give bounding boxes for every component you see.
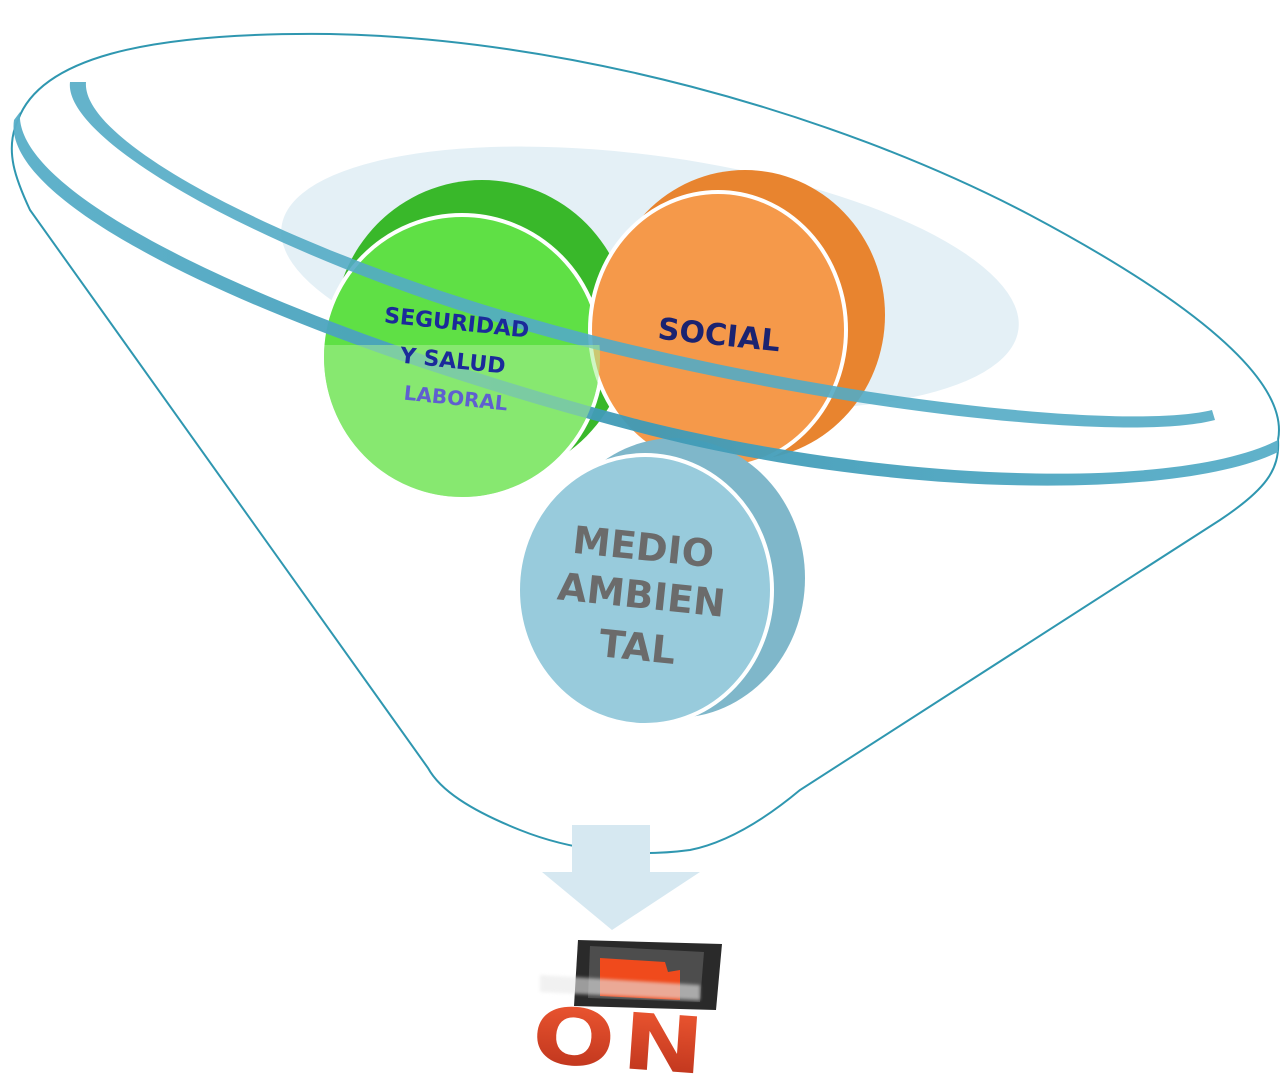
safety-circle-front	[324, 345, 600, 497]
funnel-rim-back	[17, 32, 1280, 441]
funnel-rim-inner-band	[69, 82, 1216, 428]
down-arrow-icon	[542, 825, 700, 930]
environment-label-line3: TAL	[597, 621, 678, 673]
on-switch-icon	[540, 940, 722, 1010]
switch-on-label: ON	[529, 989, 714, 1081]
environment-circle	[516, 438, 805, 727]
funnel-rim-band	[13, 112, 1278, 486]
